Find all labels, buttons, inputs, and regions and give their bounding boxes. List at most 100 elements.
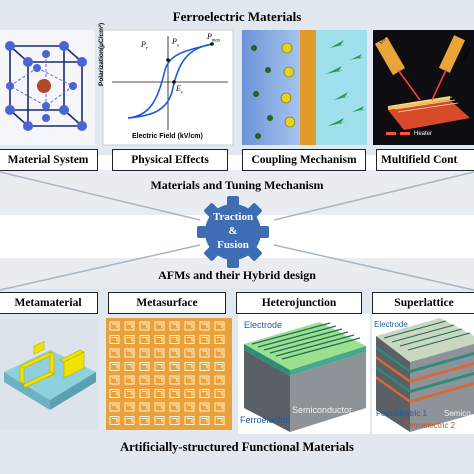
metasurface-cell <box>184 348 195 358</box>
super-fe1-label: Ferroelectric 1 <box>376 409 428 418</box>
metasurface-cell <box>199 416 210 425</box>
metasurface-cell <box>214 402 225 412</box>
metasurface-cell <box>109 375 120 385</box>
middle-title: Materials and Tuning Mechanism <box>150 178 324 192</box>
super-electrode-label: Electrode <box>374 320 408 329</box>
label-ec: Ec <box>176 84 184 96</box>
metasurface-cell <box>139 402 150 412</box>
metasurface-cell <box>139 335 150 344</box>
metasurface-cell <box>199 362 210 371</box>
metamaterial-image <box>0 318 98 430</box>
metasurface-cell <box>169 362 180 371</box>
metasurface-cell <box>154 402 165 412</box>
super-semi-label: Semico <box>444 409 471 418</box>
hysteresis-loop-image <box>102 29 234 146</box>
hetero-electrode-label: Electrode <box>244 320 283 330</box>
multifield-control-image <box>373 30 474 145</box>
superlattice-image <box>372 314 474 434</box>
metasurface-cell <box>124 335 135 344</box>
hetero-ferroelectric-label: Ferroelectric <box>240 415 291 425</box>
metasurface-cell <box>184 416 195 425</box>
metasurface-cell <box>109 402 120 412</box>
metasurface-cell <box>184 321 195 331</box>
metasurface-cell <box>169 375 180 385</box>
metasurface-image <box>106 318 232 430</box>
metasurface-cell <box>169 389 180 398</box>
gear-icon <box>197 196 269 268</box>
metasurface-cell <box>139 416 150 425</box>
metasurface-cell <box>199 375 210 385</box>
label-metamaterial: Metamaterial <box>0 292 98 314</box>
metasurface-cell <box>169 348 180 358</box>
metasurface-cell <box>124 348 135 358</box>
label-pmax: Pmax <box>207 32 221 44</box>
metasurface-cell <box>124 402 135 412</box>
metasurface-cell <box>199 389 210 398</box>
metasurface-cell <box>184 402 195 412</box>
gear-line-3: Fusion <box>217 239 249 251</box>
metasurface-cell <box>154 335 165 344</box>
metasurface-cell <box>109 389 120 398</box>
top-title: Ferroelectric Materials <box>172 9 302 24</box>
afm-title: AFMs and their Hybrid design <box>158 268 316 282</box>
metasurface-cell <box>154 416 165 425</box>
metasurface-cell <box>199 402 210 412</box>
super-fe2-label: Ferroelectric 2 <box>404 421 456 430</box>
metasurface-cell <box>139 348 150 358</box>
metasurface-cell <box>169 416 180 425</box>
label-heterojunction: Heterojunction <box>236 292 362 314</box>
connector-lines <box>0 171 474 291</box>
gear-label: Traction & Fusion <box>203 210 263 252</box>
metasurface-cell <box>214 375 225 385</box>
metasurface-cell <box>184 335 195 344</box>
metasurface-cell <box>109 362 120 371</box>
label-multifield-control: Multifield Cont <box>376 149 474 171</box>
metasurface-cell <box>139 389 150 398</box>
metasurface-cell <box>169 321 180 331</box>
metasurface-cell <box>154 321 165 331</box>
metasurface-cell <box>124 375 135 385</box>
metasurface-cell <box>214 321 225 331</box>
label-physical-effects: Physical Effects <box>112 149 228 171</box>
bottom-title: Artificially-structured Functional Mater… <box>120 440 354 454</box>
label-ps: Ps <box>172 37 179 49</box>
metasurface-cell <box>184 389 195 398</box>
heater-label: Heater <box>414 131 433 137</box>
label-material-system: Material System <box>0 149 98 171</box>
metasurface-cell <box>214 335 225 344</box>
metasurface-cell <box>109 348 120 358</box>
coupling-mechanism-image <box>242 30 367 145</box>
hetero-semiconductor-label: Semiconductor <box>292 405 353 415</box>
metasurface-cell <box>124 389 135 398</box>
metasurface-cell <box>199 335 210 344</box>
metasurface-cell <box>199 348 210 358</box>
metasurface-cell <box>109 321 120 331</box>
metasurface-cell <box>154 389 165 398</box>
metasurface-cell <box>124 362 135 371</box>
gear-line-1: Traction <box>212 211 254 223</box>
metasurface-cell <box>139 362 150 371</box>
metasurface-cell <box>139 321 150 331</box>
label-metasurface: Metasurface <box>108 292 226 314</box>
metasurface-cell <box>109 335 120 344</box>
metasurface-cell <box>154 362 165 371</box>
heterojunction-image <box>238 314 370 434</box>
label-coupling-mechanism: Coupling Mechanism <box>242 149 366 171</box>
metasurface-cell <box>214 416 225 425</box>
hysteresis-ylabel: Polarization(μC/cm²) <box>98 22 105 86</box>
hysteresis-xlabel: Electric Field (kV/cm) <box>132 133 203 140</box>
metasurface-cell <box>124 321 135 331</box>
metasurface-cell <box>214 348 225 358</box>
metasurface-cell <box>184 375 195 385</box>
label-superlattice: Superlattice <box>372 292 474 314</box>
crystal-lattice-image <box>0 30 95 145</box>
metasurface-cell <box>154 348 165 358</box>
gear-line-2: & <box>228 225 238 237</box>
metasurface-cell <box>139 375 150 385</box>
metasurface-cell <box>109 416 120 425</box>
metasurface-cell <box>214 362 225 371</box>
metasurface-cell <box>199 321 210 331</box>
metasurface-cell <box>124 416 135 425</box>
metasurface-cell <box>154 375 165 385</box>
